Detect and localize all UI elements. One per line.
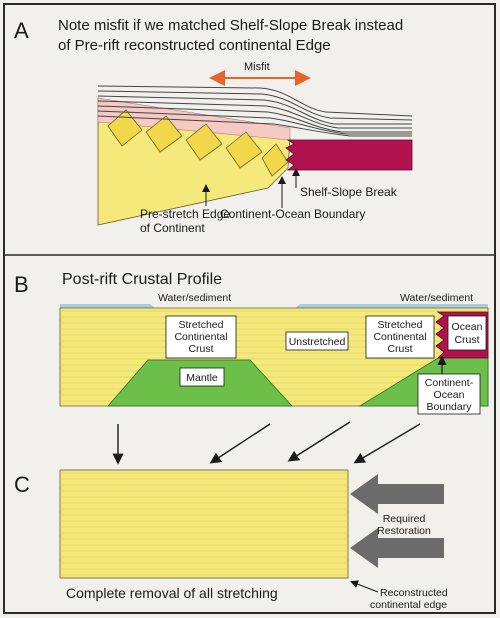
panel-a-title-line2: of Pre-rift reconstructed continental Ed… (58, 37, 331, 54)
stretched-left-label-1: Stretched (179, 319, 224, 331)
reconstructed-label-1: Reconstructed (380, 587, 448, 599)
panel-a-title-line1: Note misfit if we matched Shelf-Slope Br… (58, 17, 403, 34)
stretched-right-label-2: Continental (373, 331, 426, 343)
stretched-left-label-2: Continental (174, 331, 227, 343)
unstretched-box (285, 331, 349, 351)
stretched-right-label-3: Crust (387, 343, 412, 355)
mantle-box (179, 367, 225, 387)
restoration-arrow-upper (350, 474, 444, 514)
misfit-label: Misfit (244, 61, 270, 73)
panel-a: A Note misfit if we matched Shelf-Slope … (14, 17, 413, 235)
cob-label-a: Continent-Ocean Boundary (220, 207, 365, 221)
restoration-arrow-lower (350, 528, 444, 568)
panel-c-letter: C (14, 472, 30, 497)
reconstructed-edge-arrow (350, 580, 379, 593)
panel-b: B Post-rift Crustal Profile Stretched Co… (14, 271, 489, 465)
cob-label-2: Ocean (434, 389, 465, 401)
panel-c: C Required Restoration Complete removal … (14, 469, 448, 611)
prestretch-label-2: of Continent (140, 221, 205, 235)
ocean-label-1: Ocean (452, 321, 483, 333)
panel-b-letter: B (14, 272, 29, 297)
water-label-right: Water/sediment (400, 292, 473, 304)
ocean-crust-box (447, 315, 487, 351)
stretched-right-label-1: Stretched (378, 319, 423, 331)
panel-a-letter: A (14, 18, 29, 43)
ocean-crust (285, 139, 413, 171)
ocean-label-2: Crust (454, 334, 479, 346)
shelf-sediment-layers (97, 85, 413, 137)
unstretched-label: Unstretched (289, 336, 346, 348)
prestretch-label-1: Pre-stretch Edge (140, 207, 230, 221)
reconstructed-label-2: continental edge (370, 599, 447, 611)
cob-label-3: Boundary (427, 401, 473, 413)
required-label-1: Required (383, 513, 426, 525)
figure-border (3, 3, 496, 614)
restoration-arrows (112, 421, 421, 465)
water-label-left: Water/sediment (158, 292, 231, 304)
cob-label-1: Continent- (425, 377, 474, 389)
required-label-2: Restoration (377, 525, 431, 537)
mantle-label: Mantle (186, 372, 218, 384)
stretched-right-box (365, 315, 435, 359)
cob-box (417, 373, 481, 415)
fault-blocks (107, 109, 289, 177)
panel-c-caption: Complete removal of all stretching (66, 585, 278, 601)
shelf-break-label: Shelf-Slope Break (300, 185, 398, 199)
restored-crust-hatching (60, 470, 348, 578)
stretched-left-label-3: Crust (188, 343, 213, 355)
panel-b-title: Post-rift Crustal Profile (62, 271, 222, 288)
stretched-left-box (165, 315, 237, 359)
